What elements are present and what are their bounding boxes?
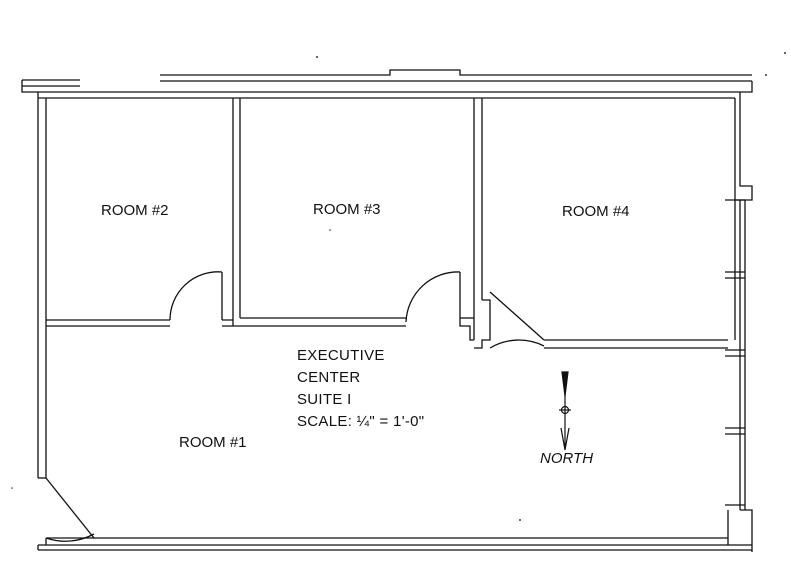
title-line-3: SUITE I	[297, 391, 352, 408]
title-line-2: CENTER	[297, 369, 361, 386]
north-label: NORTH	[540, 450, 594, 467]
room-2-label: ROOM #2	[101, 202, 169, 219]
scale-label: SCALE: ¼" = 1'-0"	[297, 413, 425, 430]
right-exterior-wall	[725, 81, 753, 552]
room-4-label: ROOM #4	[562, 203, 630, 220]
door-room-4	[489, 291, 545, 349]
north-arrow-icon	[559, 371, 571, 451]
scan-specks	[11, 52, 786, 521]
door-room-2	[169, 271, 223, 321]
title-line-1: EXECUTIVE	[297, 347, 385, 364]
bottom-exterior-wall	[38, 537, 752, 551]
top-exterior-wall	[21, 69, 752, 99]
room-3-label: ROOM #3	[313, 201, 381, 218]
plan-title-block: EXECUTIVE CENTER SUITE I SCALE: ¼" = 1'-…	[297, 345, 424, 433]
door-room-3	[405, 271, 461, 323]
room-1-label: ROOM #1	[179, 434, 247, 451]
interior-walls	[46, 98, 728, 349]
left-exterior-wall	[37, 92, 47, 550]
door-room-1-entry	[38, 477, 95, 542]
